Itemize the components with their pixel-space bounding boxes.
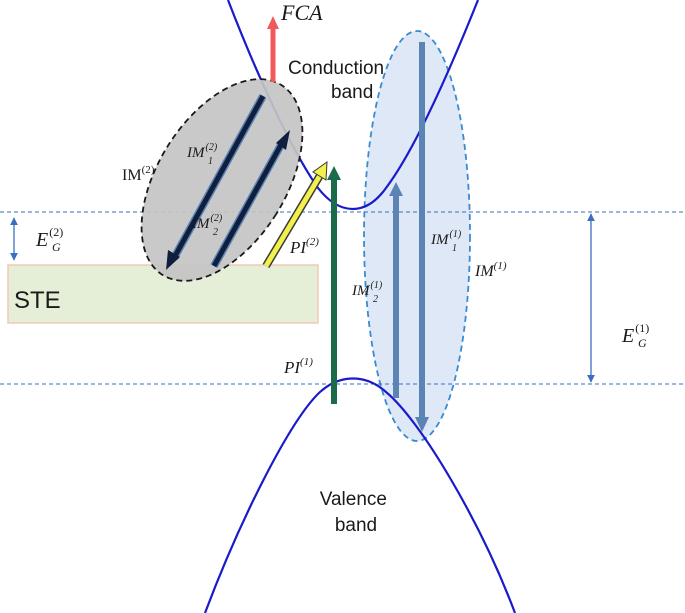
im2-1-arrow [389, 182, 403, 398]
conduction-band-label: Conduction band [288, 58, 389, 103]
pi2-label: PI(2) [289, 236, 319, 257]
fca-arrow [267, 16, 279, 82]
valence-band-label: Valence band [320, 489, 393, 536]
im2-1-label: IM(1)2 [351, 280, 383, 305]
eg1-label: E(1)G [621, 321, 649, 350]
im2-2-label: IM(2)2 [191, 213, 223, 238]
pi1-label: PI(1) [283, 356, 313, 377]
pi2-arrow [262, 160, 328, 269]
im2-group-label: IM(2) [122, 164, 155, 184]
valence-band-curve [203, 377, 517, 613]
im1-group-label: IM(1) [474, 260, 507, 280]
eg2-label: E(2)G [35, 225, 63, 254]
im2-2-arrow [210, 130, 290, 268]
pi1-arrow [327, 166, 341, 404]
im1-2-arrow [166, 94, 267, 270]
im1-1-arrow [415, 42, 429, 432]
im1-2-label: IM(2)1 [186, 142, 218, 167]
ste-label: STE [14, 287, 61, 314]
im2-ellipse [140, 78, 304, 282]
im1-1-label: IM(1)1 [430, 229, 462, 254]
fca-label: FCA [280, 0, 323, 25]
im1-ellipse [363, 30, 471, 442]
